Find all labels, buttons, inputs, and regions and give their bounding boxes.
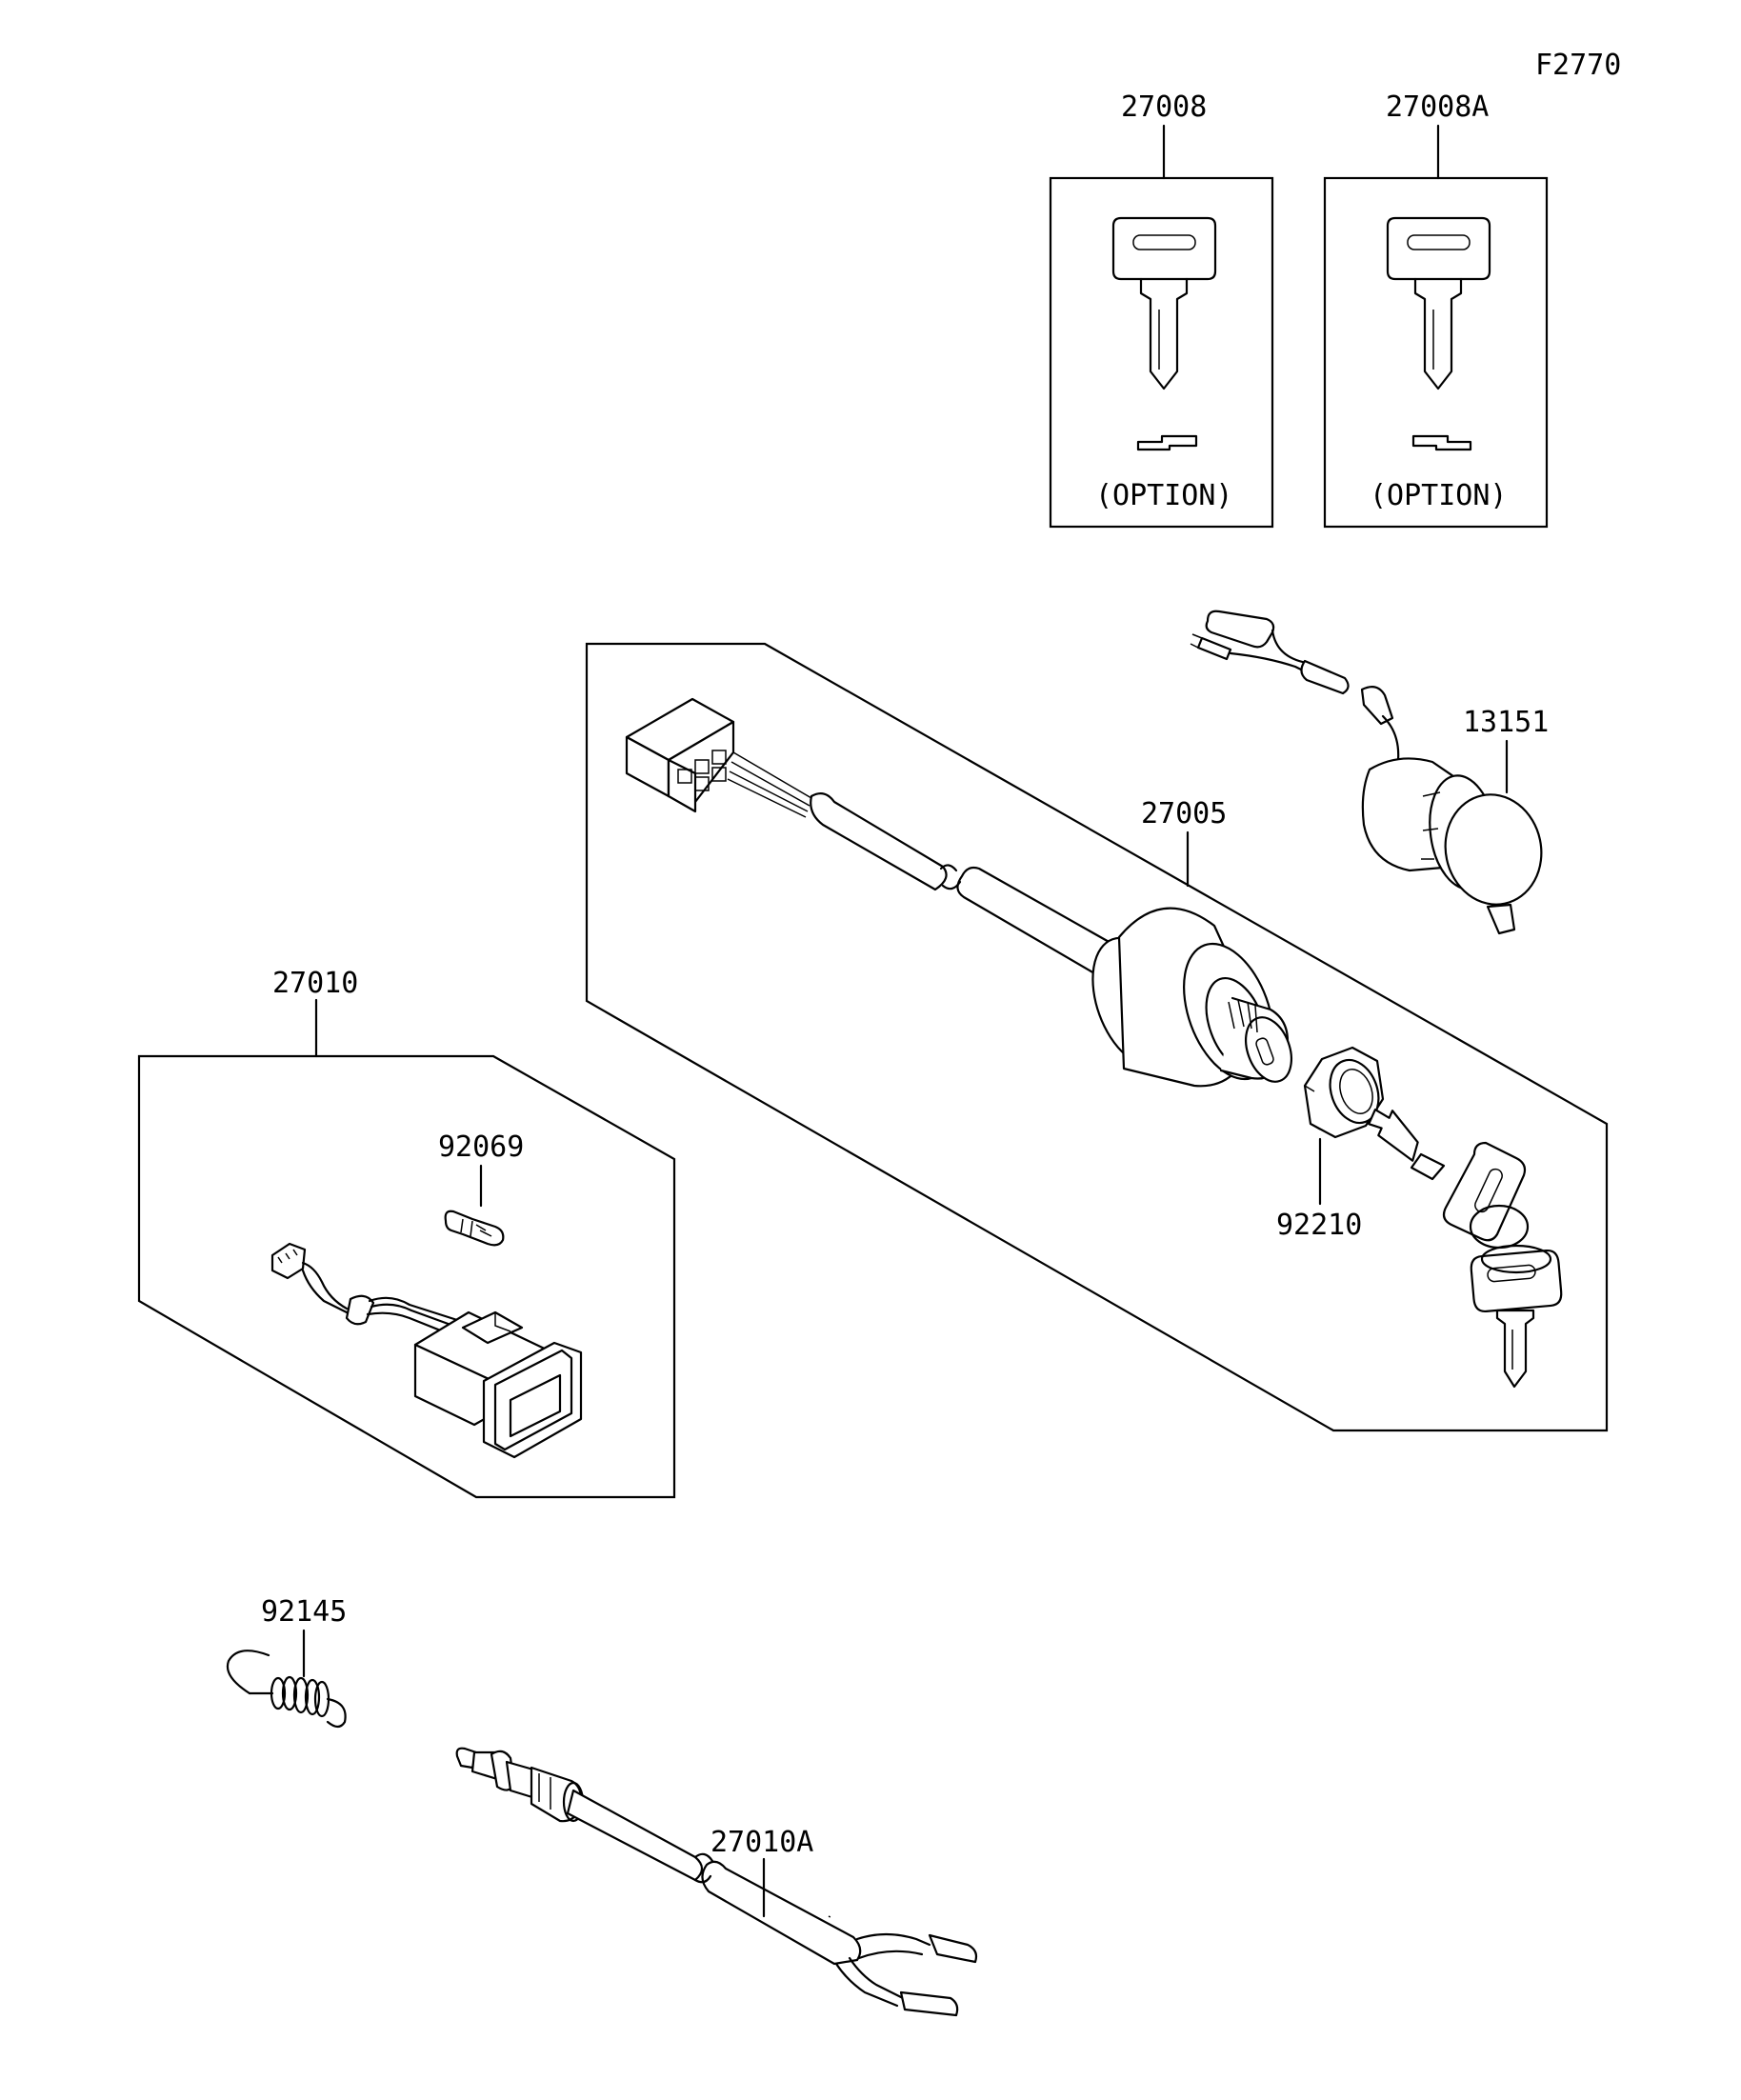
part-label-13151: 13151 [1463, 706, 1549, 739]
spring-92145[interactable]: 92145 [226, 1595, 347, 1729]
part-label-92069: 92069 [438, 1130, 524, 1164]
key-icon [1386, 216, 1491, 390]
switch-assembly-27010[interactable]: 27010 92069 [137, 967, 676, 1499]
part-label-27010: 27010 [272, 967, 358, 1000]
rocker-switch-icon [270, 1242, 583, 1459]
option-frame-27008 [1049, 176, 1274, 529]
plunger-switch-27010A[interactable]: 27010A [455, 1747, 978, 2017]
key-option-box-27008A[interactable]: 27008A (OPTION) [1323, 90, 1549, 529]
option-frame-27008A [1323, 176, 1549, 529]
ignition-switch-assembly-27005[interactable]: 27005 [585, 642, 1609, 1432]
part-label-27008: 27008 [1121, 90, 1207, 124]
spring-icon [226, 1650, 347, 1729]
ignition-switch-icon [1091, 907, 1292, 1088]
group-frame-27010 [137, 1054, 676, 1499]
key-option-box-27008[interactable]: 27008 (OPTION) [1049, 90, 1274, 529]
part-label-27010A: 27010A [710, 1826, 813, 1859]
lock-cylinder-13151[interactable]: 13151 [1190, 610, 1551, 935]
option-label-27008A: (OPTION) [1370, 479, 1508, 512]
option-label-27008: (OPTION) [1095, 479, 1233, 512]
part-label-27005: 27005 [1141, 797, 1227, 830]
key-blank-shape [1136, 434, 1198, 451]
figure-code: F2770 [1535, 49, 1621, 82]
part-label-92210: 92210 [1276, 1209, 1362, 1242]
cable-icon [701, 1860, 862, 1966]
group-frame-27005 [585, 642, 1609, 1432]
connector-icon [625, 697, 812, 818]
key-icon [1111, 216, 1217, 390]
key-blank-shape [1411, 434, 1472, 451]
plunger-switch-icon [455, 1747, 585, 1823]
part-label-92145: 92145 [261, 1595, 347, 1629]
key-set-icon [1368, 1108, 1563, 1389]
lock-cylinder-icon [1190, 610, 1543, 935]
cable-icon [566, 1789, 704, 1882]
nut-icon [1303, 1046, 1385, 1139]
bulb-icon [444, 1210, 505, 1247]
wire-terminal-icon [834, 1932, 978, 2017]
part-label-27008A: 27008A [1386, 90, 1489, 124]
cable-icon [810, 791, 948, 891]
